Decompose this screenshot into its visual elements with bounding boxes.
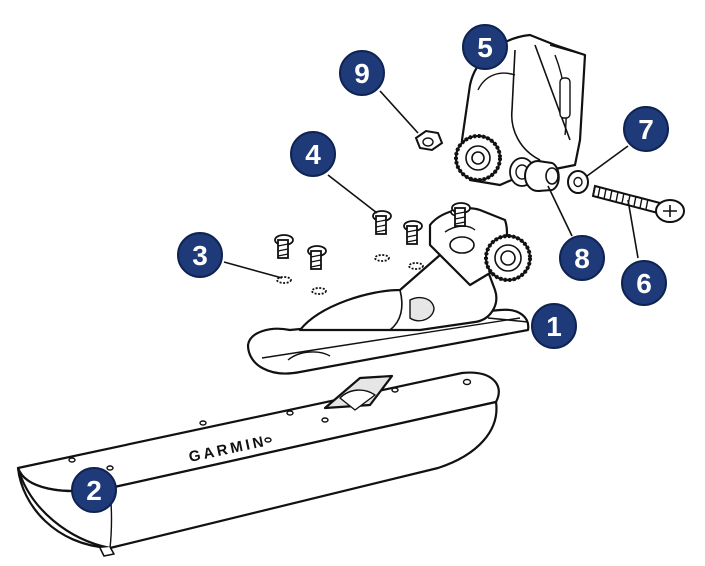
leader-lines	[223, 90, 639, 323]
callout-label-5: 5	[477, 32, 493, 63]
callout-9: 9	[339, 50, 385, 96]
screw	[274, 234, 294, 259]
washer	[567, 170, 589, 194]
bushing	[524, 160, 560, 192]
callout-label-7: 7	[638, 114, 654, 145]
callout-5: 5	[462, 24, 508, 70]
callout-label-6: 6	[636, 268, 652, 299]
leader-3	[223, 261, 283, 279]
leader-4	[327, 174, 378, 214]
leader-9	[379, 90, 419, 134]
nut	[414, 129, 444, 152]
callout-8: 8	[559, 235, 605, 281]
leader-8	[547, 185, 573, 237]
callout-label-9: 9	[354, 58, 370, 89]
callouts: 1 2 3 4 5 6 7 8	[71, 24, 669, 513]
screw	[307, 245, 327, 270]
callout-7: 7	[623, 106, 669, 152]
screws-upper	[372, 202, 471, 270]
transducer-body	[16, 371, 500, 557]
callout-label-3: 3	[192, 240, 208, 271]
screw	[451, 202, 471, 227]
screw	[372, 210, 392, 235]
leader-6	[627, 199, 639, 259]
leader-7	[586, 145, 629, 177]
screws-lower	[274, 234, 327, 295]
callout-label-4: 4	[305, 139, 321, 170]
screw	[403, 220, 423, 245]
callout-1: 1	[531, 303, 577, 349]
leader-1	[487, 317, 529, 323]
mounting-bracket	[246, 207, 532, 375]
upper-bracket	[454, 33, 587, 187]
callout-label-8: 8	[574, 243, 590, 274]
callout-3: 3	[177, 232, 223, 278]
callout-4: 4	[290, 131, 336, 177]
callout-6: 6	[621, 260, 667, 306]
callout-label-1: 1	[546, 311, 562, 342]
callout-2: 2	[71, 467, 117, 513]
callout-label-2: 2	[86, 475, 102, 506]
bolt	[591, 184, 685, 223]
